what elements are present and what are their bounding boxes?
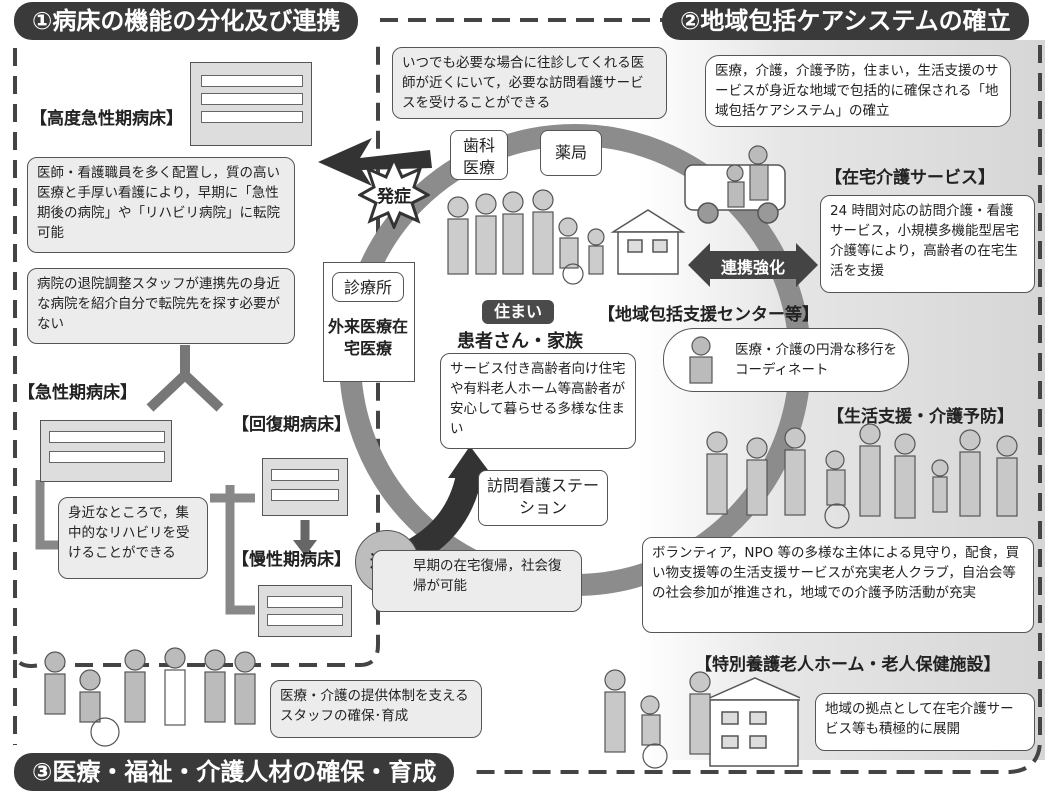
hassho-arrow bbox=[318, 138, 432, 186]
volunteer-text: ボランティア，NPO 等の多様な主体による見守り，配食，買い物支援等の生活支援サ… bbox=[642, 537, 1034, 633]
community-people-illustration bbox=[695, 420, 1040, 532]
houmon-kango-box: 訪問看護ステーション bbox=[478, 470, 608, 526]
renkei-arrow bbox=[688, 243, 818, 287]
kyusei-hospital-icon bbox=[40, 420, 172, 482]
top-text: いつでも必要な場合に往診してくれる医師が近くにいて，必要な訪問看護サービスを受け… bbox=[392, 47, 667, 119]
kyusei-title: 【急性期病床】 bbox=[18, 383, 137, 403]
zaitaku-text: 24 時間対応の訪問介護・看護サービス，小規模多機能型居宅介護等により，高齢者の… bbox=[820, 195, 1035, 293]
kanja-kazoku-label: 患者さん・家族 bbox=[457, 331, 583, 352]
shika-iryo-box: 歯科医療 bbox=[450, 130, 508, 180]
staff-people-illustration bbox=[35, 640, 260, 750]
renkei-label: 連携強化 bbox=[720, 258, 785, 277]
intro-text: 医療，介護，介護予防，住まい，生活支援のサービスが身近な地域で包括的に確保される… bbox=[705, 55, 1011, 127]
mansei-hospital-icon bbox=[258, 585, 352, 637]
split-arrow bbox=[146, 345, 224, 412]
staff-text: 医療・介護の提供体制を支えるスタッフの確保･育成 bbox=[270, 680, 482, 738]
hassho-burst bbox=[358, 157, 430, 229]
koudo-title: 【高度急性期病床】 bbox=[30, 109, 183, 129]
coordinator-illustration bbox=[680, 334, 722, 386]
koudo-text: 医師・看護職員を多く配置し，質の高い医療と手厚い看護により，早期に「急性期後の病… bbox=[27, 157, 295, 253]
hassho-label: 発症 bbox=[377, 187, 411, 207]
care-van-illustration bbox=[680, 135, 815, 230]
tokuyo-title: 【特別養護老人ホーム・老人保健施設】 bbox=[695, 655, 1001, 675]
houkatsu-center-title: 【地域包括支援センター等】 bbox=[598, 305, 819, 325]
family-house-illustration bbox=[438, 182, 688, 287]
banner-2: ②地域包括ケアシステムの確立 bbox=[662, 2, 1029, 40]
mansei-title: 【慢性期病床】 bbox=[232, 550, 351, 570]
kaifuku-hospital-icon bbox=[262, 458, 348, 516]
banner-1: ①病床の機能の分化及び連携 bbox=[14, 2, 359, 40]
care-facility-illustration bbox=[600, 660, 806, 770]
hospital-icon bbox=[190, 62, 312, 146]
kaifuku-title: 【回復期病床】 bbox=[232, 415, 351, 435]
coord-text: 医療・介護の円滑な移行をコーディネート bbox=[735, 342, 897, 378]
zaitaku-title: 【在宅介護サービス】 bbox=[825, 168, 995, 188]
rihabiri-text: 身近なところで，集中的なリハビリを受けることができる bbox=[58, 497, 208, 579]
kyoten-text: 地域の拠点として在宅介護サービス等も積極的に展開 bbox=[815, 693, 1035, 751]
fukki-text: 早期の在宅復帰，社会復帰が可能 bbox=[372, 550, 582, 612]
yakkyoku-box: 薬局 bbox=[540, 130, 602, 176]
right-shade-area bbox=[640, 40, 1045, 760]
dashed-frame-left bbox=[13, 40, 380, 668]
shinryojo-box: 診療所 bbox=[332, 272, 404, 302]
gairai-zaitaku-label: 外来医療在宅医療 bbox=[327, 317, 408, 358]
kyusei-to-mansei-flow bbox=[225, 485, 255, 615]
dashed-frame-right bbox=[470, 45, 1042, 774]
sumai-label: 住まい bbox=[482, 300, 554, 324]
sumai-text: サービス付き高齢者向け住宅や有料老人ホーム等高齢者が安心して暮らせる多様な住まい bbox=[440, 353, 636, 449]
banner-3: ③医療・福祉・介護人材の確保・育成 bbox=[14, 753, 455, 791]
taiin-staff-text: 病院の退院調整スタッフが連携先の身近な病院を紹介自分で転院先を探す必要がない bbox=[27, 268, 295, 344]
seikatsu-title: 【生活支援・介護予防】 bbox=[827, 407, 1014, 427]
